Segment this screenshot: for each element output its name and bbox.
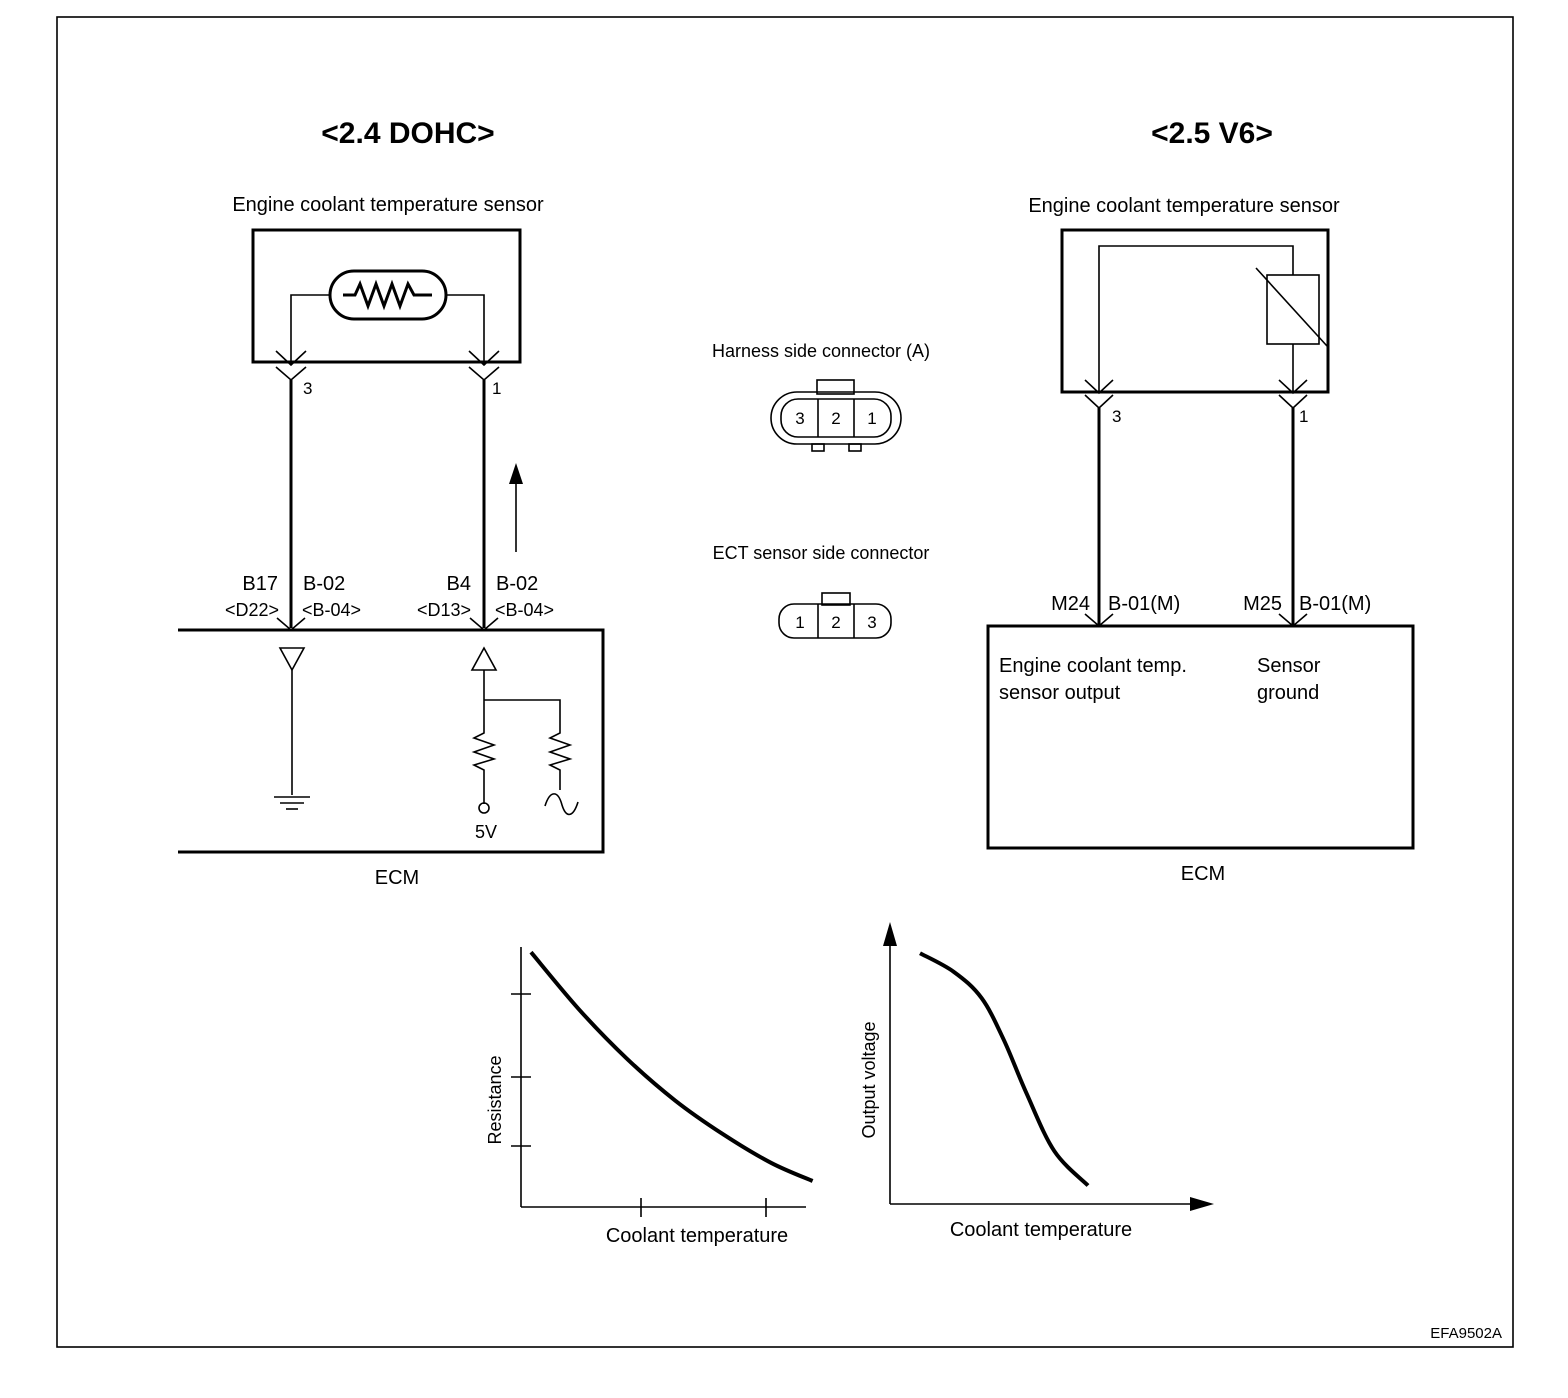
harness-connector-inner — [780, 398, 892, 438]
sensor-pin: 3 — [867, 613, 876, 632]
current-arrow-icon — [509, 463, 523, 484]
left-arrow-1 — [468, 350, 500, 367]
harness-pin: 1 — [867, 409, 876, 428]
harness-foot-left — [811, 443, 825, 452]
right-term-m25: M25 — [1243, 593, 1282, 615]
left-internal-wire — [290, 294, 330, 365]
right-internal-wire — [1098, 245, 1294, 393]
harness-connector-label: Harness side connector (A) — [712, 341, 930, 361]
left-term-d22: <D22> — [225, 600, 279, 620]
ac-source-icon — [544, 793, 579, 816]
sensor-connector-latch — [821, 592, 851, 606]
right-arrow-1 — [1278, 379, 1308, 395]
right-ecm-box — [986, 624, 1415, 850]
sensor-pin: 2 — [831, 613, 840, 632]
left-term-b17: B17 — [242, 573, 278, 595]
left-term-b04: <B-04> — [302, 600, 361, 620]
left-term-b04-2: <B-04> — [495, 600, 554, 620]
sensor-connector-label: ECT sensor side connector — [713, 543, 930, 563]
right-ecm-pin-3 — [1084, 613, 1114, 628]
signal-left-line1: Engine coolant temp. — [999, 655, 1187, 677]
left-ecm-label: ECM — [375, 867, 419, 889]
right-pin-3-label: 3 — [1112, 407, 1121, 426]
sensor-pin: 1 — [795, 613, 804, 632]
left-internal-wire-right — [446, 294, 485, 365]
voltage-y-arrow-icon — [883, 922, 897, 946]
right-sensor-label: Engine coolant temperature sensor — [1028, 195, 1340, 217]
outer-frame — [56, 16, 1514, 1348]
right-title: <2.5 V6> — [1151, 117, 1273, 150]
ground-input-triangle — [278, 647, 306, 672]
left-term-d13: <D13> — [417, 600, 471, 620]
left-ecm-pin-3 — [276, 617, 306, 632]
signal-right-line1: Sensor — [1257, 655, 1321, 677]
resistance-chart: Resistance Coolant temperature — [485, 947, 814, 1247]
right-pin-3-connector — [1084, 394, 1114, 410]
pullup-resistor-icon — [471, 725, 497, 804]
voltage-curve — [919, 951, 1090, 1187]
right-term-b01-2: B-01(M) — [1299, 593, 1371, 615]
5v-terminal-icon — [478, 802, 490, 814]
left-ecm-pin-1 — [469, 617, 499, 632]
signal-right-line2: ground — [1257, 682, 1319, 704]
voltage-ylabel: Output voltage — [859, 1021, 879, 1138]
right-term-m24: M24 — [1051, 593, 1090, 615]
harness-foot-right — [848, 443, 862, 452]
left-term-b4: B4 — [447, 573, 471, 595]
filter-resistor-icon — [547, 725, 573, 790]
right-diagram: <2.5 V6> Engine coolant temperature sens… — [986, 117, 1415, 885]
thermistor-resistor-icon — [343, 279, 432, 311]
connectors: Harness side connector (A) 3 2 1 ECT sen… — [712, 341, 930, 639]
right-term-b01: B-01(M) — [1108, 593, 1180, 615]
left-sensor-box — [251, 228, 522, 364]
voltage-label: 5V — [475, 822, 497, 842]
right-arrow-3 — [1084, 379, 1114, 395]
left-diagram: <2.4 DOHC> Engine coolant temperature se… — [178, 117, 605, 889]
left-ecm-box — [178, 628, 605, 854]
left-term-b02: B-02 — [303, 573, 345, 595]
signal-input-triangle — [470, 646, 498, 671]
sensor-connector-body — [778, 603, 892, 639]
harness-connector-latch — [816, 379, 855, 395]
left-pin-1-label: 1 — [492, 379, 501, 398]
right-ecm-pin-1 — [1278, 613, 1308, 628]
signal-left-line2: sensor output — [999, 682, 1121, 704]
harness-connector-outer — [770, 391, 902, 445]
voltage-chart: Output voltage Coolant temperature — [859, 922, 1214, 1241]
figure-code: EFA9502A — [1430, 1325, 1502, 1342]
resistance-ylabel: Resistance — [485, 1055, 505, 1144]
resistance-curve — [529, 950, 814, 1183]
harness-pin: 3 — [795, 409, 804, 428]
left-pin-3-label: 3 — [303, 379, 312, 398]
left-title: <2.4 DOHC> — [321, 117, 494, 150]
resistance-xlabel: Coolant temperature — [606, 1225, 788, 1247]
left-sensor-label: Engine coolant temperature sensor — [232, 194, 544, 216]
signal-branch — [484, 699, 561, 725]
left-pin-3-connector — [275, 366, 307, 382]
right-pin-1-label: 1 — [1299, 407, 1308, 426]
voltage-xlabel: Coolant temperature — [950, 1219, 1132, 1241]
right-sensor-box — [1060, 228, 1330, 394]
left-term-b02-2: B-02 — [496, 573, 538, 595]
left-arrow-3 — [275, 350, 307, 367]
variable-resistor-slash — [1255, 267, 1328, 347]
harness-pin: 2 — [831, 409, 840, 428]
right-ecm-label: ECM — [1181, 863, 1225, 885]
voltage-x-arrow-icon — [1190, 1197, 1214, 1211]
